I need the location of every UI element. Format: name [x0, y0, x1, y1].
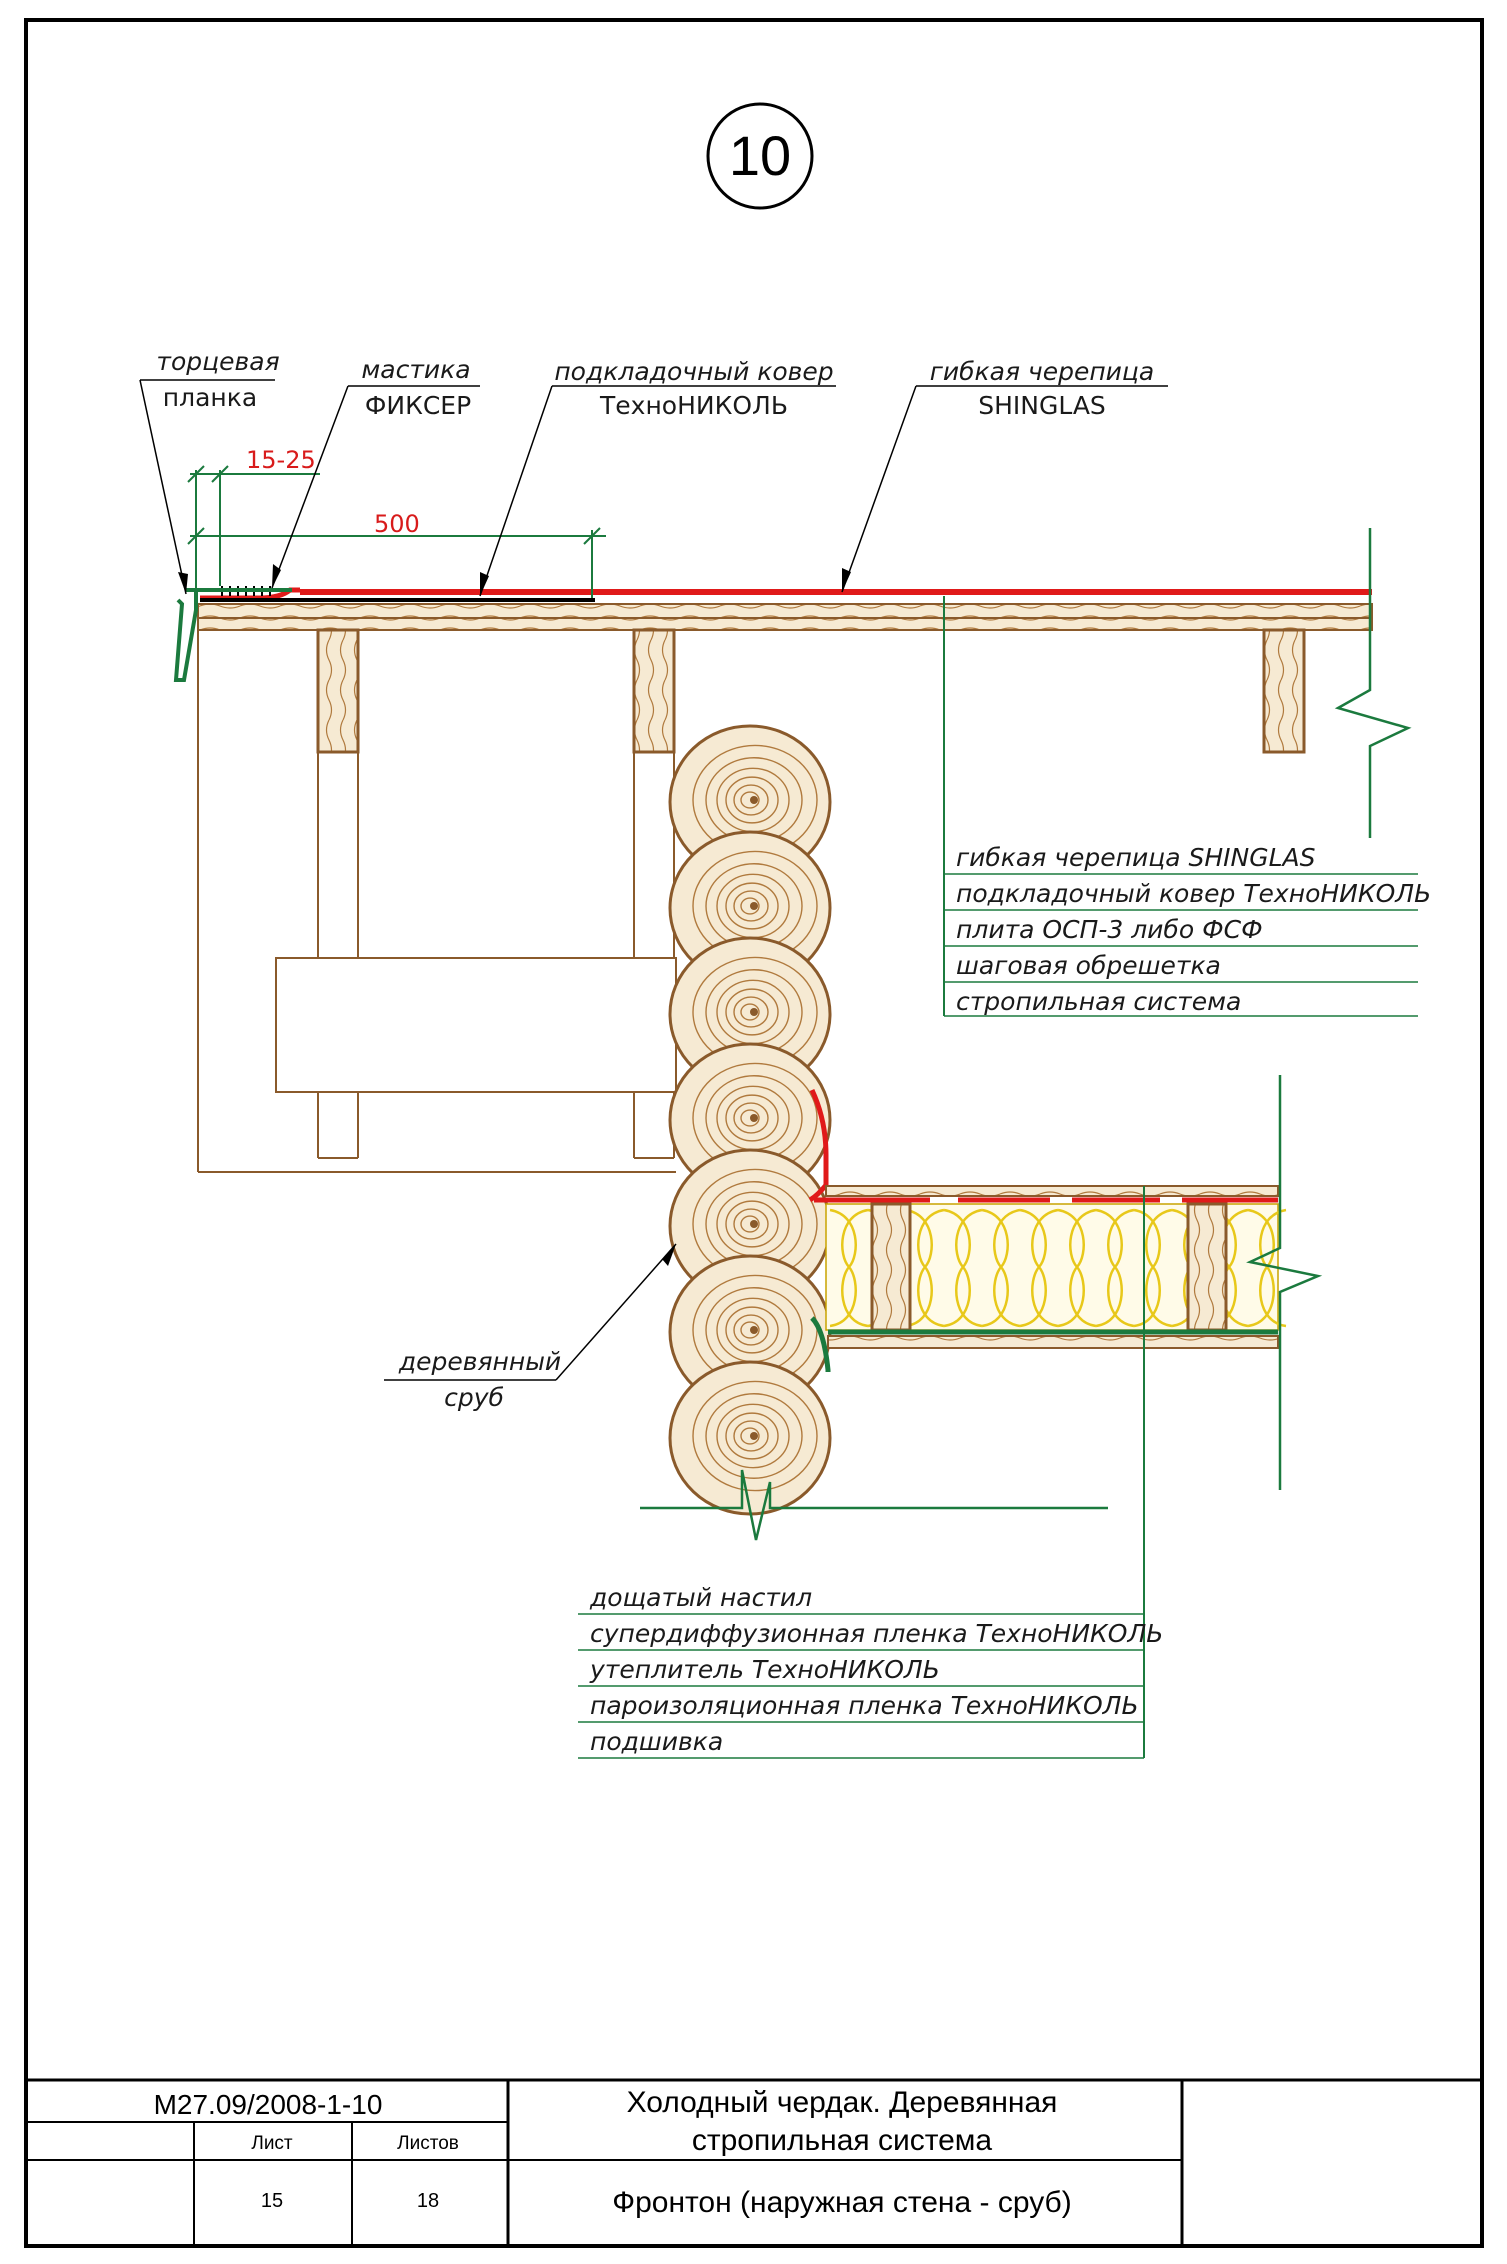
gable-frame [197, 630, 677, 1173]
callout-mastic: мастика ФИКСЕР [271, 355, 480, 589]
insulation-loop [829, 1208, 869, 1328]
batten [197, 617, 1373, 631]
floor-layer: подшивка [590, 1727, 723, 1756]
floor-layer: супердиффузионная пленка ТехноНИКОЛЬ [590, 1619, 1163, 1648]
title-block: М27.09/2008-1-10 Лист Листов 15 18 Холод… [26, 2078, 1482, 2246]
insulation-loop [943, 1208, 983, 1328]
insulation-loop [1019, 1208, 1059, 1328]
callout-shingle-line2: SHINGLAS [978, 391, 1106, 420]
callout-underlay-line2: ТехноНИКОЛЬ [599, 391, 788, 420]
sheet-number: 15 [261, 2190, 283, 2212]
callout-end-plank-line1: торцевая [156, 347, 279, 376]
detail-marker: 10 [706, 102, 814, 210]
floor-layer-legend: дощатый настил супердиффузионная пленка … [578, 1186, 1163, 1759]
sheet-label: Лист [251, 2133, 293, 2154]
callout-underlay-line1: подкладочный ковер [554, 357, 833, 386]
dimensions: 15-25 500 [187, 446, 606, 598]
break-line [640, 1469, 1108, 1541]
drawing-code: М27.09/2008-1-10 [154, 2089, 383, 2120]
callout-shingle-line1: гибкая черепица [930, 357, 1155, 386]
callout-mastic-line1: мастика [361, 355, 470, 384]
log-section [668, 936, 832, 1092]
callout-underlay: подкладочный ковер ТехноНИКОЛЬ [479, 357, 836, 597]
callout-end-plank-line2: планка [163, 383, 257, 412]
drawing-title-line1: Холодный чердак. Деревянная [627, 2086, 1058, 2119]
dim-underlay-width: 500 [374, 510, 420, 538]
roof-layer: шаговая обрешетка [956, 951, 1221, 980]
end-plank [173, 588, 198, 682]
joist [1186, 1202, 1228, 1332]
drawing-title-line2: стропильная система [692, 2124, 993, 2157]
insulation-loop [1209, 1208, 1249, 1328]
insulation-loop [1247, 1208, 1287, 1328]
callout-shingle: гибкая черепица SHINGLAS [841, 357, 1168, 593]
log-wall [668, 724, 832, 1516]
membrane-edge [808, 1088, 829, 1203]
insulation-loop [905, 1208, 945, 1328]
callout-log-wall-line2: сруб [444, 1383, 504, 1412]
insulation-loop [1095, 1208, 1135, 1328]
ceiling-lining [827, 1335, 1279, 1349]
callout-end-plank: торцевая планка [139, 347, 280, 595]
sheet-frame [24, 18, 1484, 2248]
rafter [1262, 628, 1306, 754]
dim-overlap: 15-25 [246, 446, 316, 474]
roof-layer-legend: гибкая черепица SHINGLAS подкладочный ко… [943, 596, 1431, 1017]
break-line [1334, 528, 1412, 838]
sheets-total: 18 [417, 2190, 439, 2212]
rafter [632, 628, 676, 754]
joist [870, 1202, 912, 1332]
break-line [1246, 1075, 1323, 1490]
floor-layer: пароизоляционная пленка ТехноНИКОЛЬ [590, 1691, 1139, 1720]
log-section [668, 1360, 832, 1516]
insulation-loop [1057, 1208, 1097, 1328]
callout-log-wall-line1: деревянный [398, 1347, 561, 1376]
rafter [316, 628, 360, 754]
plank-decking [825, 1185, 1279, 1197]
detail-number: 10 [729, 124, 791, 187]
roof-assembly [173, 528, 1412, 838]
insulation-loop [981, 1208, 1021, 1328]
floor-layer: дощатый настил [589, 1583, 812, 1612]
floor-layer: утеплитель ТехноНИКОЛЬ [589, 1655, 940, 1684]
roof-layer: гибкая черепица SHINGLAS [956, 843, 1316, 872]
insulation-loop [1133, 1208, 1173, 1328]
roof-layer: подкладочный ковер ТехноНИКОЛЬ [956, 879, 1431, 908]
floor-assembly [814, 1075, 1323, 1490]
callout-mastic-line2: ФИКСЕР [365, 391, 471, 420]
roof-layer: стропильная система [956, 987, 1241, 1016]
osb-board [197, 603, 1373, 619]
callout-log-wall: деревянный сруб [384, 1243, 677, 1412]
sheets-label: Листов [397, 2133, 459, 2154]
roof-layer: плита ОСП-3 либо ФСФ [956, 915, 1263, 944]
drawing-subtitle: Фронтон (наружная стена - сруб) [612, 2186, 1071, 2219]
